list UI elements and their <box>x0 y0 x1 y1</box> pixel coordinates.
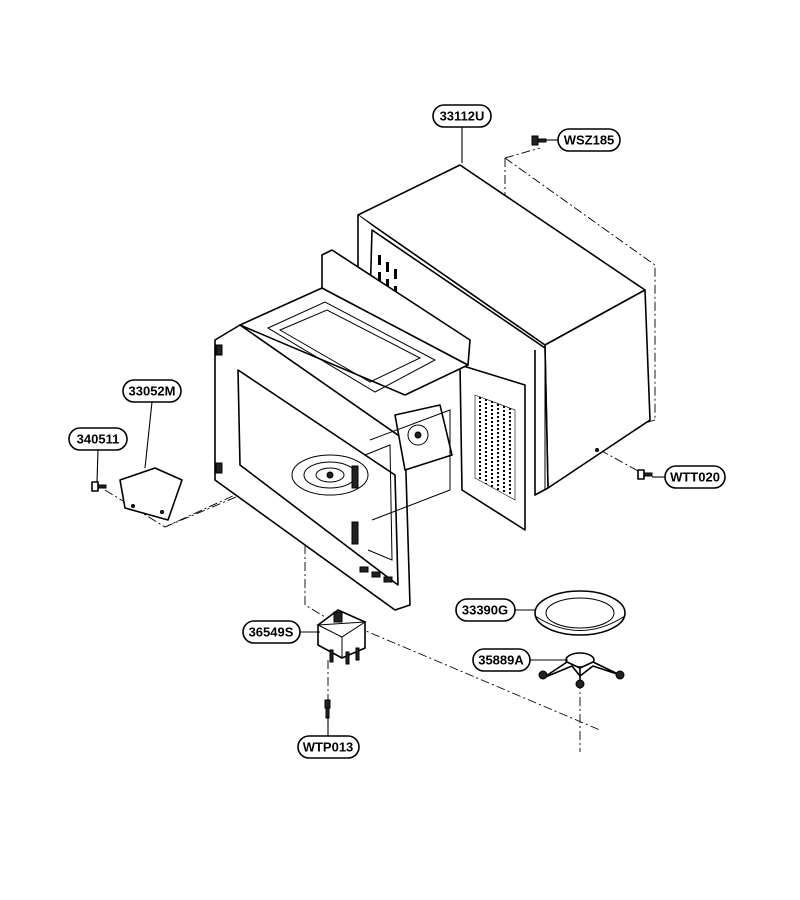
part-label: WTP013 <box>303 740 354 755</box>
callout-340511: 340511 <box>68 427 128 451</box>
callout-36549S: 36549S <box>242 620 301 644</box>
rear-vent-grid <box>474 394 516 501</box>
part-label: 35889A <box>478 653 524 668</box>
roller-guide <box>538 652 625 689</box>
part-label: 33112U <box>440 109 485 124</box>
back-plate <box>459 364 526 531</box>
part-label: WTT020 <box>670 470 720 485</box>
callout-33390G: 33390G <box>455 598 516 622</box>
part-label: WSZ185 <box>564 133 615 148</box>
cover-plate <box>119 467 183 521</box>
part-label: 33390G <box>462 603 508 618</box>
callout-WTT020: WTT020 <box>664 465 726 489</box>
part-label: 33052M <box>129 384 176 399</box>
callout-WSZ185: WSZ185 <box>557 128 621 152</box>
part-label: 36549S <box>249 625 294 640</box>
glass-tray <box>534 590 626 636</box>
screw-WSZ185 <box>531 135 547 146</box>
cavity-frame <box>214 249 471 611</box>
turntable-motor <box>316 609 367 665</box>
callout-33112U: 33112U <box>432 104 492 128</box>
screw-WTP013 <box>324 699 331 719</box>
screw-WTT020 <box>637 469 653 480</box>
callout-35889A: 35889A <box>472 648 531 672</box>
screw-340511 <box>91 481 107 492</box>
part-label: 340511 <box>77 432 120 447</box>
callout-WTP013: WTP013 <box>297 735 360 759</box>
callout-33052M: 33052M <box>122 379 182 403</box>
leader-lines <box>96 127 665 736</box>
